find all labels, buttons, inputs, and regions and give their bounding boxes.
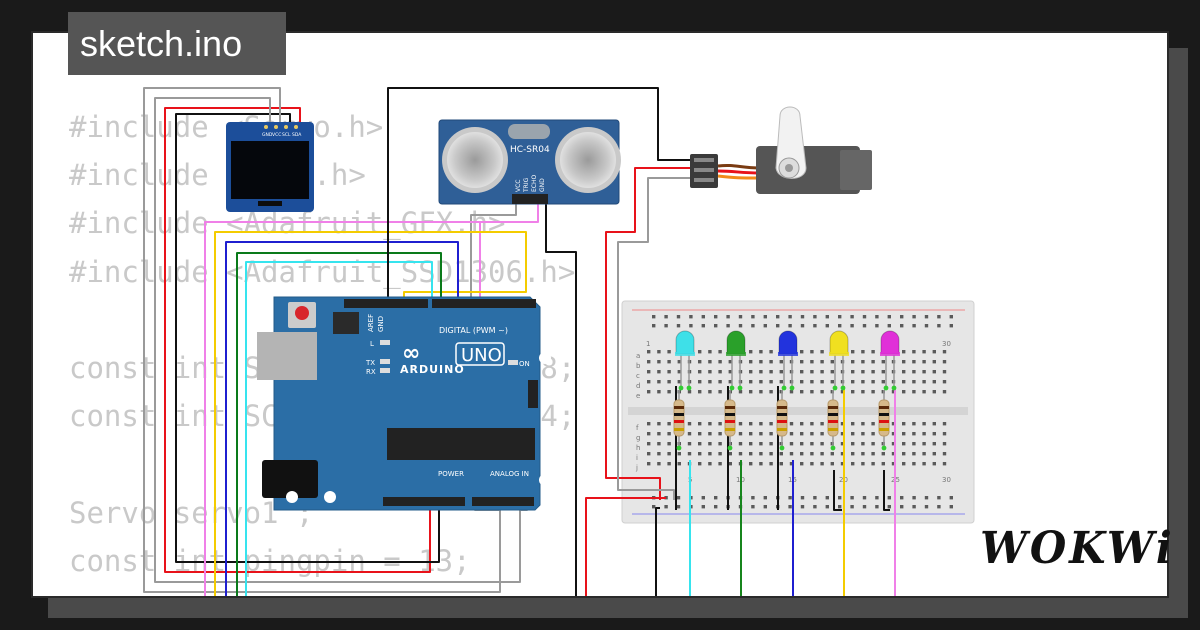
bb-col-end: 30 <box>942 340 951 348</box>
bb-row-h: h <box>636 444 640 452</box>
arduino-brand: ARDUINO <box>400 363 465 376</box>
on-label: ON <box>519 360 530 368</box>
chip <box>387 428 535 460</box>
wire-blue <box>225 241 459 596</box>
file-tab-label: sketch.ino <box>80 23 243 64</box>
reset-button[interactable] <box>295 306 309 320</box>
led-1[interactable] <box>673 330 695 451</box>
code-line: int t; <box>69 592 174 596</box>
code-line: #include <Adafruit_SSD1306.h> <box>69 254 576 289</box>
wire-green <box>236 252 442 596</box>
power-label: POWER <box>438 470 464 478</box>
ultrasonic-sensor[interactable]: HC-SR04 VCC TRIG ECHO GND <box>438 119 621 205</box>
bb-row-b: b <box>636 362 641 370</box>
analog-label: ANALOG IN <box>490 470 529 478</box>
wire-oled-vcc <box>164 107 431 573</box>
oled-display[interactable]: GND VCC SCL SDA <box>226 122 314 212</box>
rx-label: RX <box>366 368 376 376</box>
bb-col-start: 1 <box>646 340 650 348</box>
wire-bb-power <box>585 497 666 596</box>
bb-col-end-bottom: 30 <box>942 476 951 484</box>
led-4[interactable] <box>827 330 849 451</box>
led-2[interactable] <box>724 330 746 451</box>
arduino-uno[interactable]: ARDUINO UNO ∞ DIGITAL (PWM ~) POWER ANAL… <box>257 296 551 511</box>
l-label: L <box>370 340 374 348</box>
oled-pin-sda: SDA <box>292 132 302 138</box>
tx-label: TX <box>365 359 375 367</box>
pin-aref: AREF <box>367 314 375 332</box>
led-array <box>673 330 900 451</box>
digital-label: DIGITAL (PWM ~) <box>439 326 508 335</box>
wire-bb-gnd <box>655 507 660 596</box>
wire-servo-gnd <box>387 87 690 301</box>
dc-jack <box>262 460 318 498</box>
sensor-pin-vcc: VCC <box>515 180 522 192</box>
bb-row-f: f <box>636 424 639 432</box>
wire-pink-led <box>204 196 539 596</box>
bb-row-j: j <box>635 464 638 472</box>
oled-pin-vcc: VCC <box>272 132 281 138</box>
wire-servo-vcc <box>605 167 690 500</box>
servo-motor[interactable] <box>690 106 872 194</box>
wire-sensor-gnd <box>545 196 577 596</box>
arduino-model: UNO <box>461 345 502 366</box>
wire-cyan <box>245 261 433 596</box>
led-5[interactable] <box>878 330 900 451</box>
wire-oled-gnd <box>175 113 440 563</box>
breadboard-holes <box>647 315 953 509</box>
oled-pin-scl: SCL <box>282 132 291 138</box>
wire-trig <box>470 196 517 301</box>
sensor-pin-gnd: GND <box>539 178 546 192</box>
bb-row-c: c <box>636 372 640 380</box>
bb-row-e: e <box>636 392 640 400</box>
code-line: #include <Adafruit_GFX.h> <box>69 206 506 241</box>
bb-row-i: i <box>636 454 638 462</box>
sensor-pin-trig: TRIG <box>523 177 530 193</box>
sensor-model: HC-SR04 <box>510 145 550 155</box>
oled-pin-gnd: GND <box>262 132 273 138</box>
wire-yellow <box>214 231 527 596</box>
wokwi-logo: WOKWi <box>980 523 1175 574</box>
bb-row-a: a <box>636 352 640 360</box>
infinity-logo-icon: ∞ <box>402 341 420 366</box>
file-tab[interactable]: sketch.ino <box>68 12 286 75</box>
sensor-pin-echo: ECHO <box>531 175 538 192</box>
bb-row-d: d <box>636 382 640 390</box>
pin-gnd: GND <box>377 316 385 332</box>
wire-servo-signal <box>617 177 690 500</box>
bb-row-g: g <box>636 434 640 442</box>
led-3[interactable] <box>776 330 798 451</box>
usb-port <box>257 332 317 380</box>
